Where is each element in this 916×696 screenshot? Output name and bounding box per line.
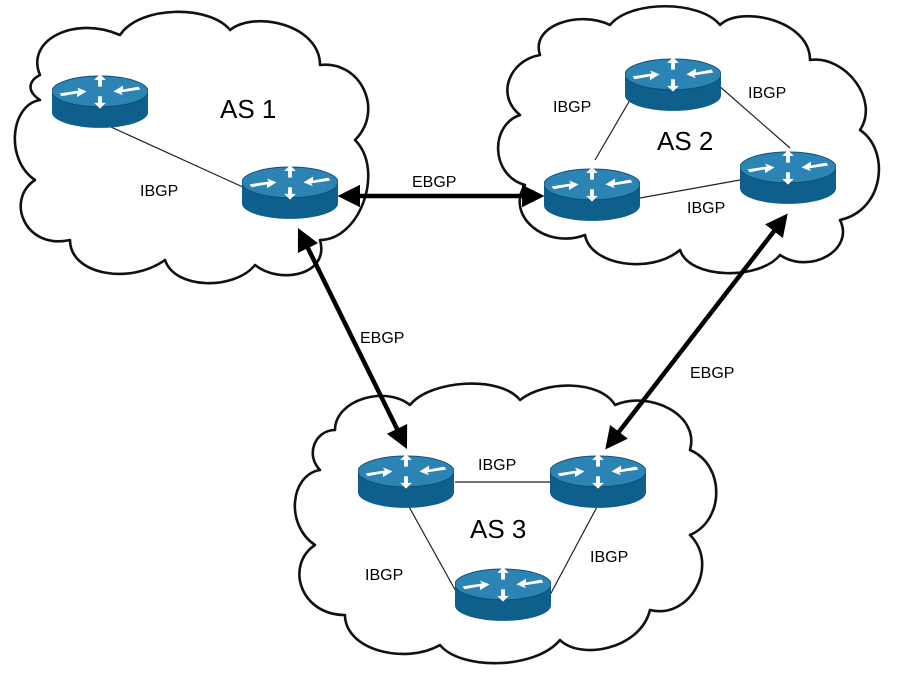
as1-cloud [13, 10, 370, 285]
router-icon [550, 453, 646, 509]
ibgp-link-as2-bottom [639, 179, 741, 199]
ibgp-label-as1: IBGP [140, 183, 178, 200]
ibgp-link-as3-right [549, 504, 599, 596]
ibgp-label-as2-bottom: IBGP [687, 200, 725, 217]
ibgp-label-as3-left: IBGP [365, 567, 403, 584]
ibgp-link-as1 [99, 121, 246, 189]
ibgp-label-as2-right: IBGP [748, 85, 786, 102]
ibgp-links [99, 84, 791, 596]
router-icon [358, 453, 454, 509]
router-icon [242, 164, 338, 220]
router-icon [740, 149, 836, 205]
ebgp-label-as1-as2: EBGP [412, 174, 456, 191]
ebgp-link-as2-as3 [605, 213, 788, 450]
as2-label: AS 2 [657, 126, 713, 156]
ibgp-label-as3-top: IBGP [478, 457, 516, 474]
router-icon [455, 566, 551, 622]
ibgp-label-as3-right: IBGP [590, 549, 628, 566]
ebgp-label-as1-as3: EBGP [360, 330, 404, 347]
as1-label: AS 1 [220, 94, 276, 124]
ibgp-label-as2-left: IBGP [553, 99, 591, 116]
router-icon [52, 73, 148, 129]
ebgp-link-as1-as3 [297, 227, 408, 450]
as3-label: AS 3 [470, 514, 526, 544]
ebgp-links [297, 184, 788, 450]
router-icon [625, 56, 721, 112]
ibgp-link-as2-right [717, 84, 791, 149]
router-icon [544, 166, 640, 222]
as3-cloud [293, 382, 718, 665]
ibgp-link-as2-left [594, 99, 631, 161]
ebgp-label-as2-as3: EBGP [690, 365, 734, 382]
ibgp-link-as3-left [407, 504, 459, 596]
